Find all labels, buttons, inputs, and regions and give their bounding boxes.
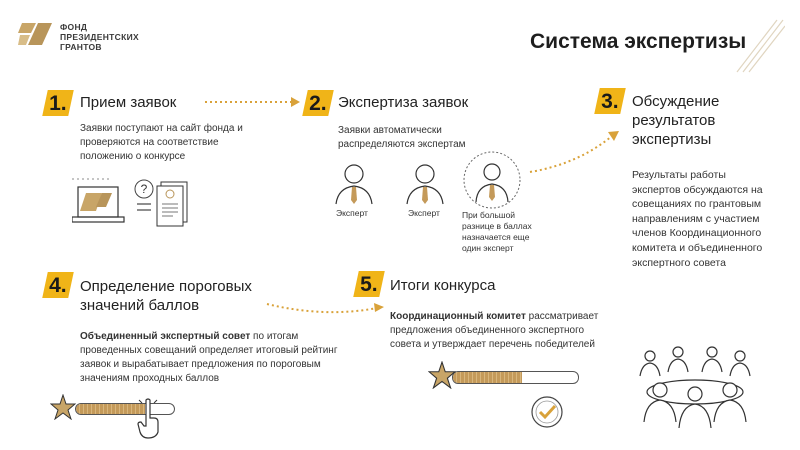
- extra-expert-caption: При большой разнице в баллах назначается…: [462, 210, 532, 253]
- step-4-text-bold: Объединенный экспертный совет: [80, 331, 251, 342]
- step-5-number: 5.: [353, 271, 385, 297]
- expert-label-2: Эксперт: [408, 208, 440, 218]
- step-4-title: Определение пороговых значений баллов: [80, 278, 252, 314]
- svg-text:?: ?: [141, 182, 148, 196]
- approval-badge-icon: [531, 396, 563, 428]
- equals-icon: [137, 203, 151, 211]
- step-1-title: Прием заявок: [80, 94, 177, 111]
- question-icon: ?: [134, 179, 154, 199]
- step-4-number: 4.: [42, 272, 74, 298]
- step-5-text-rest: рассматривает предложения объединенного …: [390, 311, 599, 350]
- logo-mark-icon: [18, 23, 52, 45]
- step-5-progress-bar: [452, 371, 579, 384]
- decorative-stripes-icon: [736, 19, 785, 73]
- step-2-text: Заявки автоматически распределяются эксп…: [338, 125, 466, 150]
- logo-line-2: ПРЕЗИДЕНТСКИХ: [60, 32, 139, 42]
- step-5-progress-fill: [453, 372, 522, 383]
- page-title: Система экспертизы: [530, 30, 747, 53]
- extra-expert-icon: [463, 151, 521, 209]
- logo: ФОНД ПРЕЗИДЕНТСКИХ ГРАНТОВ: [18, 17, 148, 57]
- arrow-step4-to-step5: [266, 303, 384, 314]
- logo-line-1: ФОНД: [60, 22, 88, 32]
- step-2-title: Экспертиза заявок: [338, 94, 469, 111]
- step-3-title: Обсуждение результатов экспертизы: [632, 93, 720, 148]
- expert-label-1: Эксперт: [336, 208, 368, 218]
- step-5-text-bold: Координационный комитет: [390, 311, 526, 322]
- step-4-progress-fill: [76, 404, 145, 414]
- expert-icon: [406, 164, 444, 205]
- step-3-text: Результаты работы экспертов обсуждаются …: [632, 169, 763, 269]
- step-1-text: Заявки поступают на сайт фонда и проверя…: [80, 123, 243, 162]
- arrow-step1-to-step2: [205, 97, 300, 107]
- star-icon: [428, 361, 456, 389]
- expert-icon: [335, 164, 373, 205]
- laptop-icon: [72, 178, 125, 223]
- logo-line-3: ГРАНТОВ: [60, 42, 102, 52]
- star-icon: [50, 394, 76, 420]
- document-icon: [156, 181, 188, 227]
- step-2-number: 2.: [302, 90, 334, 116]
- step-4-text: Объединенный экспертный совет по итогам …: [80, 330, 345, 386]
- step-4-text-rest: по итогам проведенных совещаний определя…: [80, 331, 338, 384]
- arrow-step2-to-step3: [529, 131, 619, 173]
- step-5-title: Итоги конкурса: [390, 277, 496, 294]
- hand-pointer-icon: [137, 398, 159, 439]
- step-5-text: Координационный комитет рассматривает пр…: [390, 310, 615, 352]
- step-3-number: 3.: [594, 88, 626, 114]
- step-1-number: 1.: [42, 90, 74, 116]
- team-meeting-icon: [639, 346, 751, 429]
